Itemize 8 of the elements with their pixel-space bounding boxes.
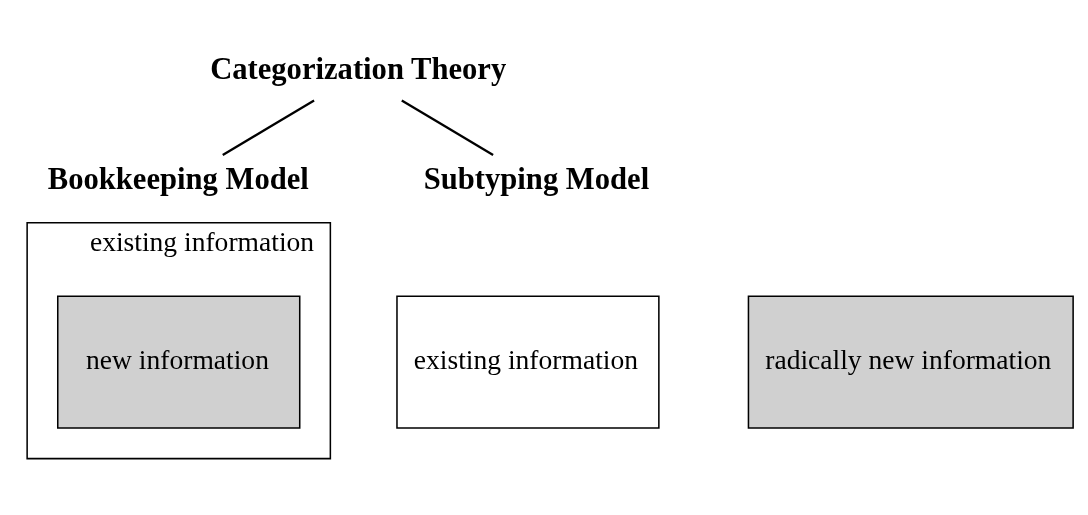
node-box: new information <box>57 295 301 429</box>
connector <box>401 98 494 156</box>
connector <box>222 98 315 156</box>
node-text: Bookkeeping Model <box>47 161 309 196</box>
node-box: existing information <box>396 295 660 429</box>
node-box: radically new information <box>747 295 1074 429</box>
node-text: Subtyping Model <box>423 161 650 196</box>
node-text: Categorization Theory <box>210 51 507 86</box>
